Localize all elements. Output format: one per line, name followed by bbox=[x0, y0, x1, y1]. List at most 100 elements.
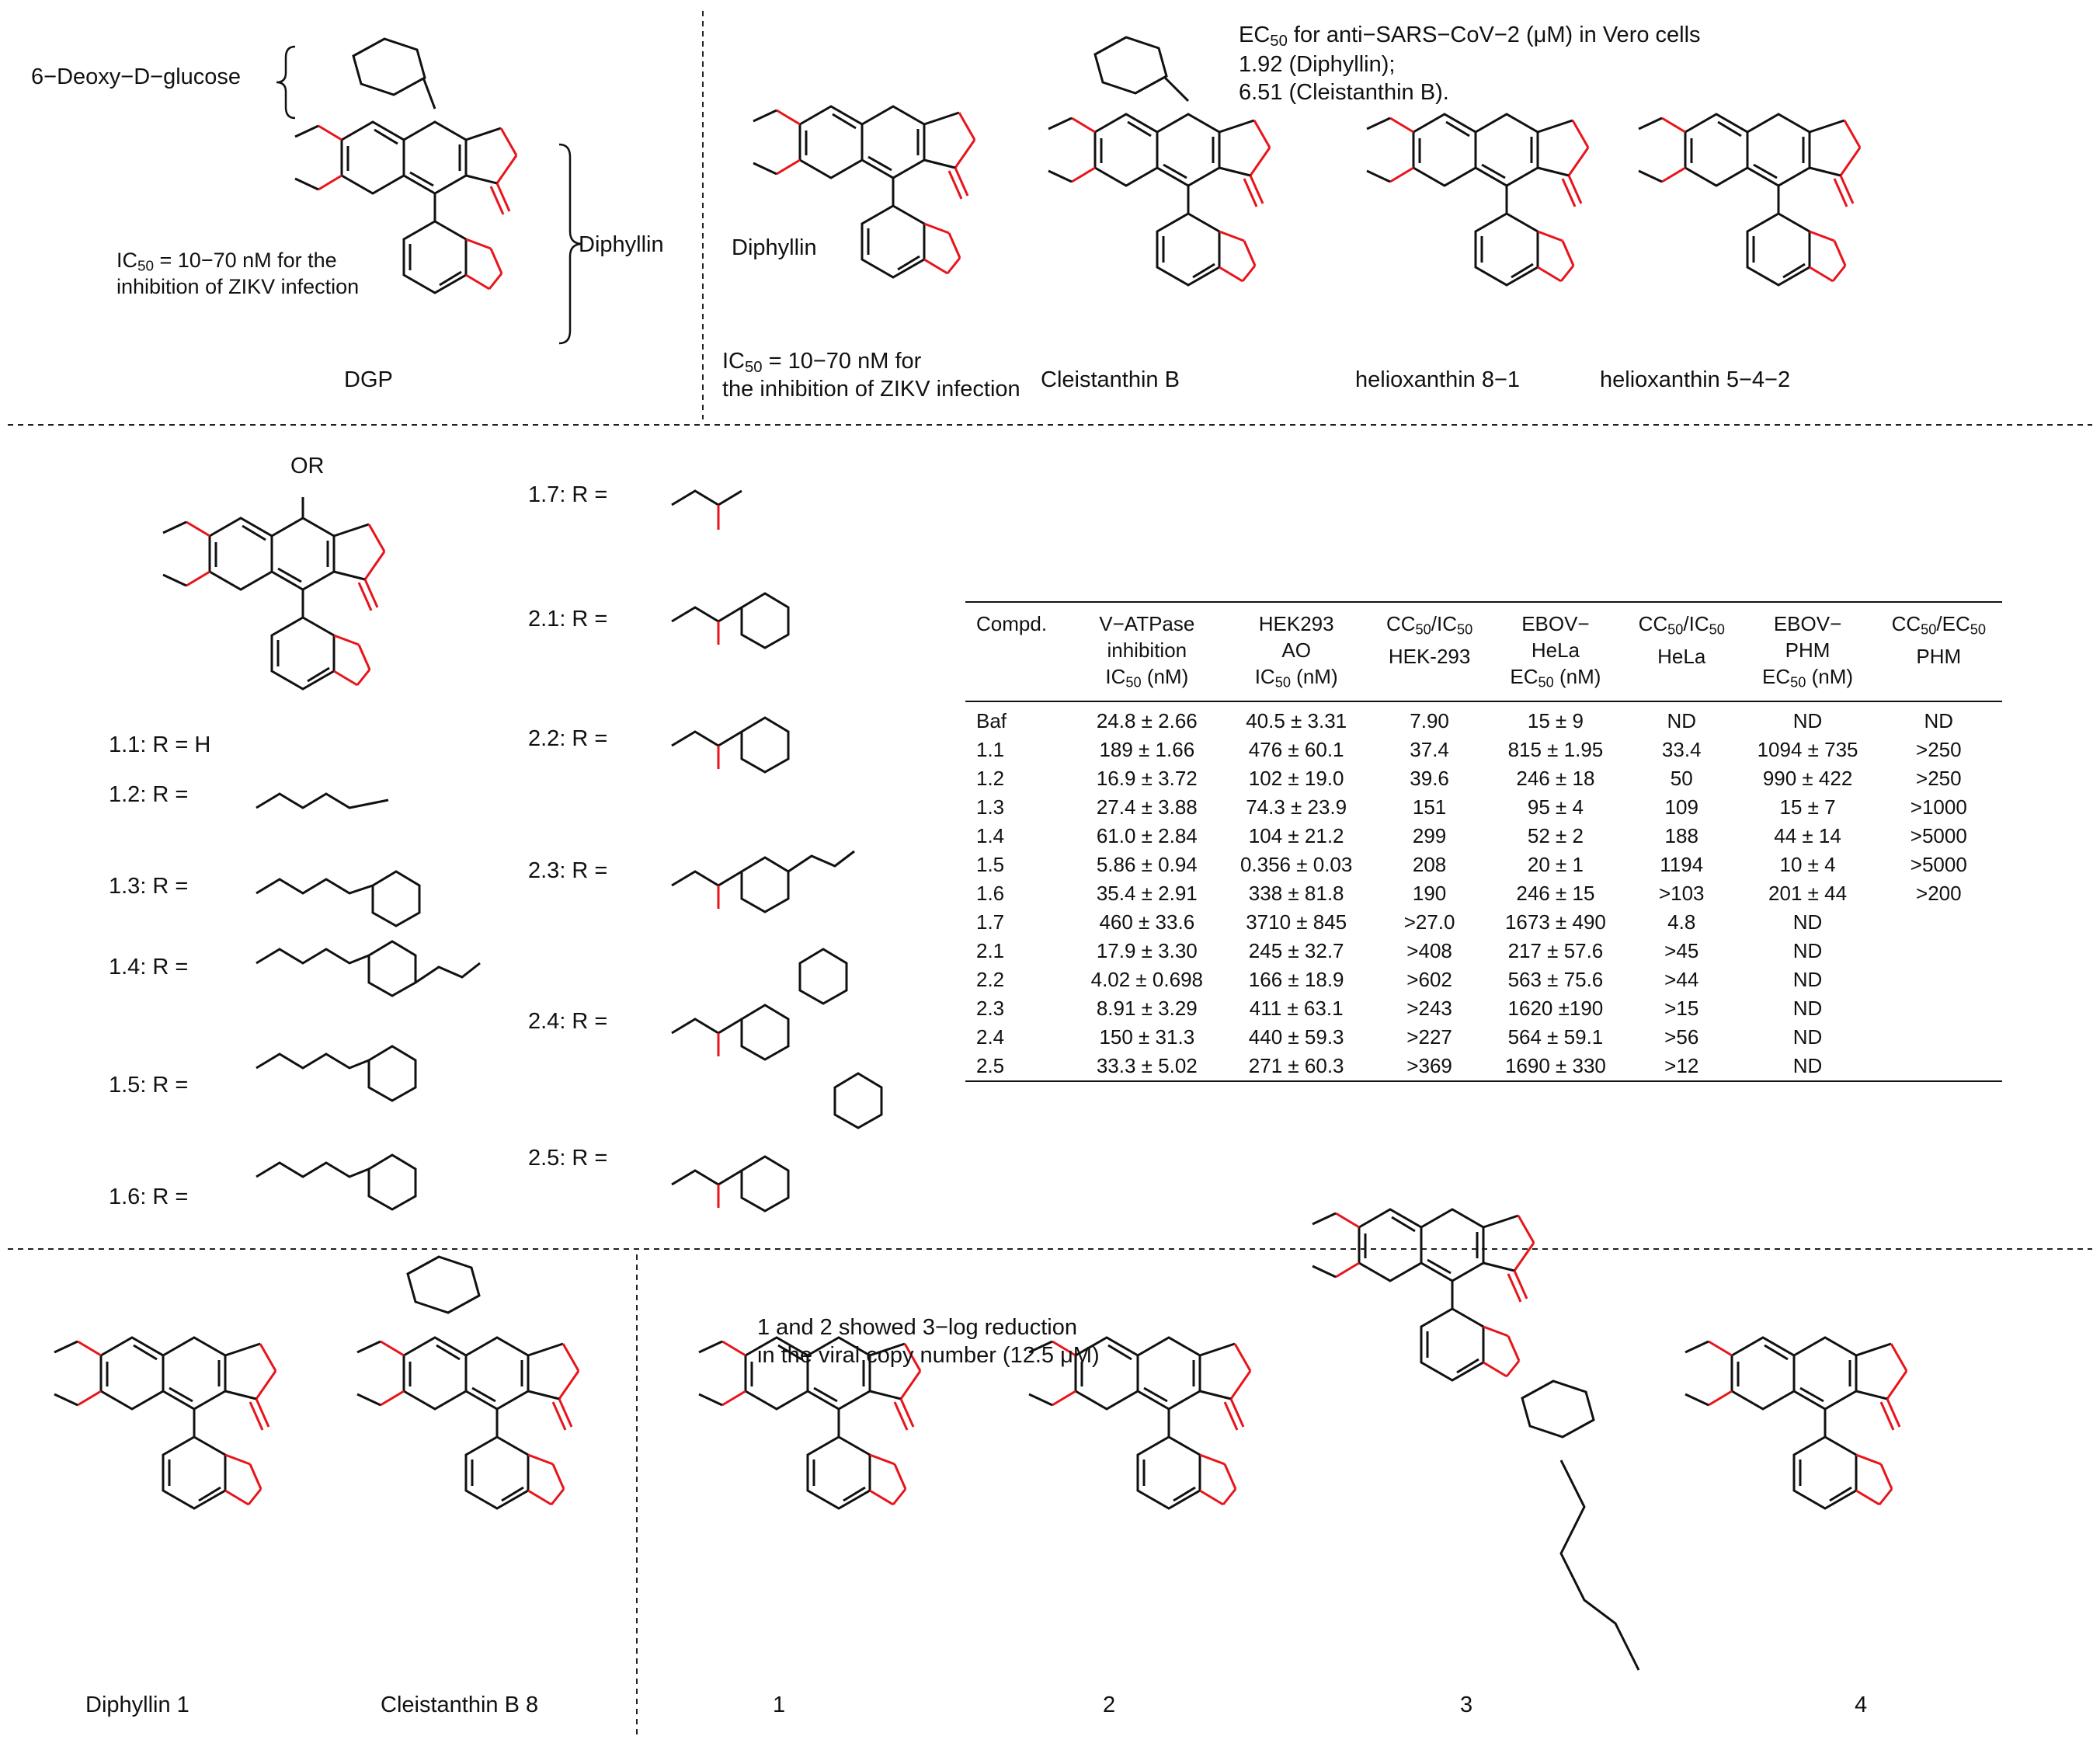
panel2-ec50-line3: 6.51 (Cleistanthin B). bbox=[1239, 80, 1449, 105]
table-cell: Baf bbox=[976, 708, 1007, 732]
table-cell: 217 ± 57.6 bbox=[1507, 938, 1604, 962]
r-1-4-piperazine bbox=[367, 940, 417, 997]
panel2-structures bbox=[752, 36, 1862, 287]
table-cell: 3710 ± 845 bbox=[1246, 910, 1347, 934]
table-cell: 563 ± 75.6 bbox=[1507, 967, 1604, 991]
table-cell: 20 ± 1 bbox=[1527, 852, 1584, 876]
table-cell: 8.91 ± 3.29 bbox=[1096, 996, 1198, 1020]
table-cell bbox=[1876, 965, 2002, 994]
r-1-6-chain bbox=[256, 1161, 370, 1178]
panel5-structures bbox=[697, 1208, 1908, 1671]
table-cell: 476 ± 60.1 bbox=[1248, 737, 1344, 761]
table-cell: >12 bbox=[1622, 1051, 1740, 1082]
r-2-1-chain bbox=[671, 606, 742, 623]
table-cell: ND bbox=[1792, 708, 1823, 732]
table-cell: >243 bbox=[1406, 996, 1452, 1020]
table-cell: 1194 bbox=[1660, 852, 1704, 876]
table-cell: >56 bbox=[1664, 1025, 1699, 1049]
panel4-cleistanthin-b-8-sugar bbox=[406, 1255, 481, 1314]
table-cell: 15 ± 7 bbox=[1779, 795, 1836, 819]
table-cell: 104 ± 21.2 bbox=[1248, 823, 1344, 847]
panel2-ic50-line2: the inhibition of ZIKV infection bbox=[722, 377, 1020, 402]
r-2-4-piperazine bbox=[740, 1004, 790, 1061]
table-cell: >27.0 bbox=[1403, 910, 1455, 934]
panel2-diphyllin-label: Diphyllin bbox=[732, 235, 817, 260]
r-label-1-4: 1.4: R = bbox=[109, 955, 189, 979]
r-1-6-piperidine bbox=[367, 1153, 417, 1211]
table-cell: 50 bbox=[1670, 766, 1693, 790]
compound-name-helioxanthin-8-1: helioxanthin 8−1 bbox=[1355, 367, 1521, 392]
r-label-1-2: 1.2: R = bbox=[109, 782, 189, 807]
compound-name-1: 1 bbox=[773, 1693, 786, 1717]
r-label-2-1: 2.1: R = bbox=[528, 607, 608, 631]
table-cell: 2.2 bbox=[976, 967, 1005, 991]
table-cell: 109 bbox=[1664, 795, 1698, 819]
r-1-2-chain bbox=[256, 792, 389, 809]
table-cell: >15 bbox=[1664, 996, 1699, 1020]
table-cell: 188 bbox=[1664, 823, 1698, 847]
table-cell: 1.2 bbox=[976, 766, 1005, 790]
table-cell: 2.1 bbox=[976, 938, 1005, 962]
panel2-ec50-line2: 1.92 (Diphyllin); bbox=[1239, 52, 1396, 77]
panel4-diphyllin-1 bbox=[53, 1336, 277, 1510]
r-label-1-7: 1.7: R = bbox=[528, 482, 608, 507]
table-cell: 16.9 ± 3.72 bbox=[1096, 766, 1198, 790]
table-cell: 440 ± 59.3 bbox=[1248, 1025, 1344, 1049]
table-cell: >5000 bbox=[1910, 823, 1967, 847]
table-cell: 1.6 bbox=[976, 881, 1005, 905]
table-cell: >103 bbox=[1658, 881, 1705, 905]
r-1-5-chain bbox=[256, 1052, 370, 1070]
sugar-brace bbox=[276, 45, 296, 120]
r-2-3-piperazine bbox=[740, 856, 790, 913]
r-label-2-5: 2.5: R = bbox=[528, 1146, 608, 1171]
core-or-substituent: OR bbox=[290, 454, 325, 478]
dgp-glycosidic-bond bbox=[422, 77, 436, 110]
panel2-cleistanthin-b-core bbox=[1047, 113, 1271, 287]
table-cell: 564 ± 59.1 bbox=[1507, 1025, 1604, 1049]
diphyllin-brace bbox=[558, 143, 583, 345]
table-cell: 33.3 ± 5.02 bbox=[1072, 1051, 1222, 1082]
compound-name-cleistanthin-b: Cleistanthin B bbox=[1041, 367, 1180, 392]
table-cell: >45 bbox=[1664, 938, 1699, 962]
table-cell: 44 ± 14 bbox=[1774, 823, 1841, 847]
table-cell: 246 ± 18 bbox=[1516, 766, 1595, 790]
panel2-cleistanthin-b-link bbox=[1163, 76, 1190, 103]
r-label-2-3: 2.3: R = bbox=[528, 858, 608, 883]
table-cell: ND bbox=[1792, 996, 1823, 1020]
table-cell: ND bbox=[1667, 708, 1697, 732]
table-cell: 40.5 ± 3.31 bbox=[1246, 708, 1347, 732]
table-cell: 271 ± 60.3 bbox=[1221, 1051, 1372, 1082]
table-cell: 35.4 ± 2.91 bbox=[1096, 881, 1198, 905]
table-cell: 1.3 bbox=[976, 795, 1005, 819]
col-compd: Compd. bbox=[976, 612, 1048, 635]
r-label-1-3: 1.3: R = bbox=[109, 874, 189, 899]
table-cell: >227 bbox=[1406, 1025, 1452, 1049]
panel2-ec50-line1: EC50 for anti−SARS−CoV−2 (μM) in Vero ce… bbox=[1239, 23, 1701, 50]
r-2-2-chain bbox=[671, 730, 742, 747]
aglycone-label: Diphyllin bbox=[579, 232, 664, 257]
r-1-4-hydroxyethyl bbox=[415, 962, 481, 984]
table-cell: 246 ± 15 bbox=[1516, 881, 1595, 905]
table-cell: >250 bbox=[1916, 737, 1962, 761]
table-cell: 2.4 bbox=[976, 1025, 1005, 1049]
table-cell: 411 ± 63.1 bbox=[1249, 996, 1344, 1020]
table-cell: 460 ± 33.6 bbox=[1099, 910, 1195, 934]
table-cell: 33.4 bbox=[1661, 737, 1702, 761]
r-group-sketches bbox=[256, 489, 883, 1212]
table-cell: 24.8 ± 2.66 bbox=[1096, 708, 1198, 732]
table-cell: 990 ± 422 bbox=[1762, 766, 1853, 790]
table-cell: 815 ± 1.95 bbox=[1507, 737, 1604, 761]
r-label-2-2: 2.2: R = bbox=[528, 726, 608, 751]
panel2-cleistanthin-b-sugar bbox=[1093, 36, 1168, 95]
r-1-3-chain bbox=[256, 878, 374, 895]
sugar-moiety-label: 6−Deoxy−D−glucose bbox=[31, 64, 242, 89]
table-cell: >250 bbox=[1916, 766, 1962, 790]
table-cell: 2.5 bbox=[965, 1051, 1073, 1082]
